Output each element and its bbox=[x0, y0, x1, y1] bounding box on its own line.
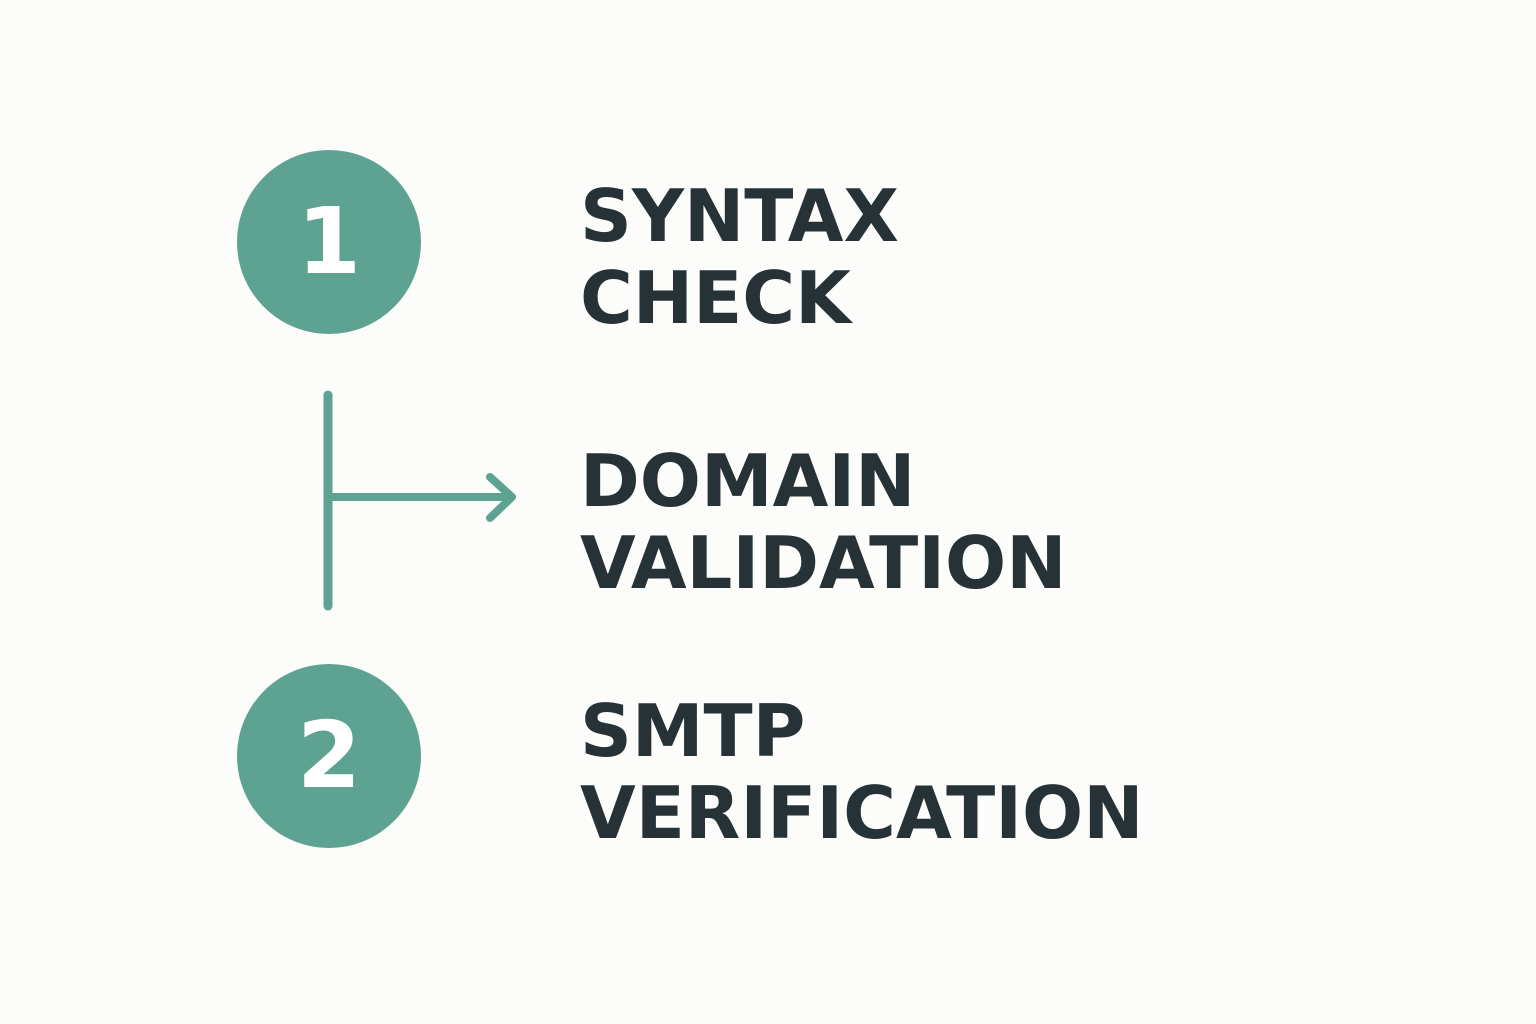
step-1-number: 1 bbox=[296, 188, 361, 295]
smtp-verification-label: SMTP VERIFICATION bbox=[580, 690, 1143, 854]
step-1-circle: 1 bbox=[237, 150, 421, 334]
domain-validation-line-2: VALIDATION bbox=[580, 521, 1067, 605]
syntax-check-line-1: SYNTAX bbox=[580, 174, 900, 258]
smtp-verification-line-1: SMTP bbox=[580, 689, 806, 773]
syntax-check-line-2: CHECK bbox=[580, 256, 851, 340]
smtp-verification-line-2: VERIFICATION bbox=[580, 771, 1144, 855]
domain-validation-line-1: DOMAIN bbox=[580, 439, 916, 523]
step-2-circle: 2 bbox=[237, 664, 421, 848]
step-2-number: 2 bbox=[296, 702, 361, 809]
arrow-right-icon bbox=[486, 473, 516, 522]
domain-validation-label: DOMAIN VALIDATION bbox=[580, 440, 1067, 604]
syntax-check-label: SYNTAX CHECK bbox=[580, 175, 899, 339]
